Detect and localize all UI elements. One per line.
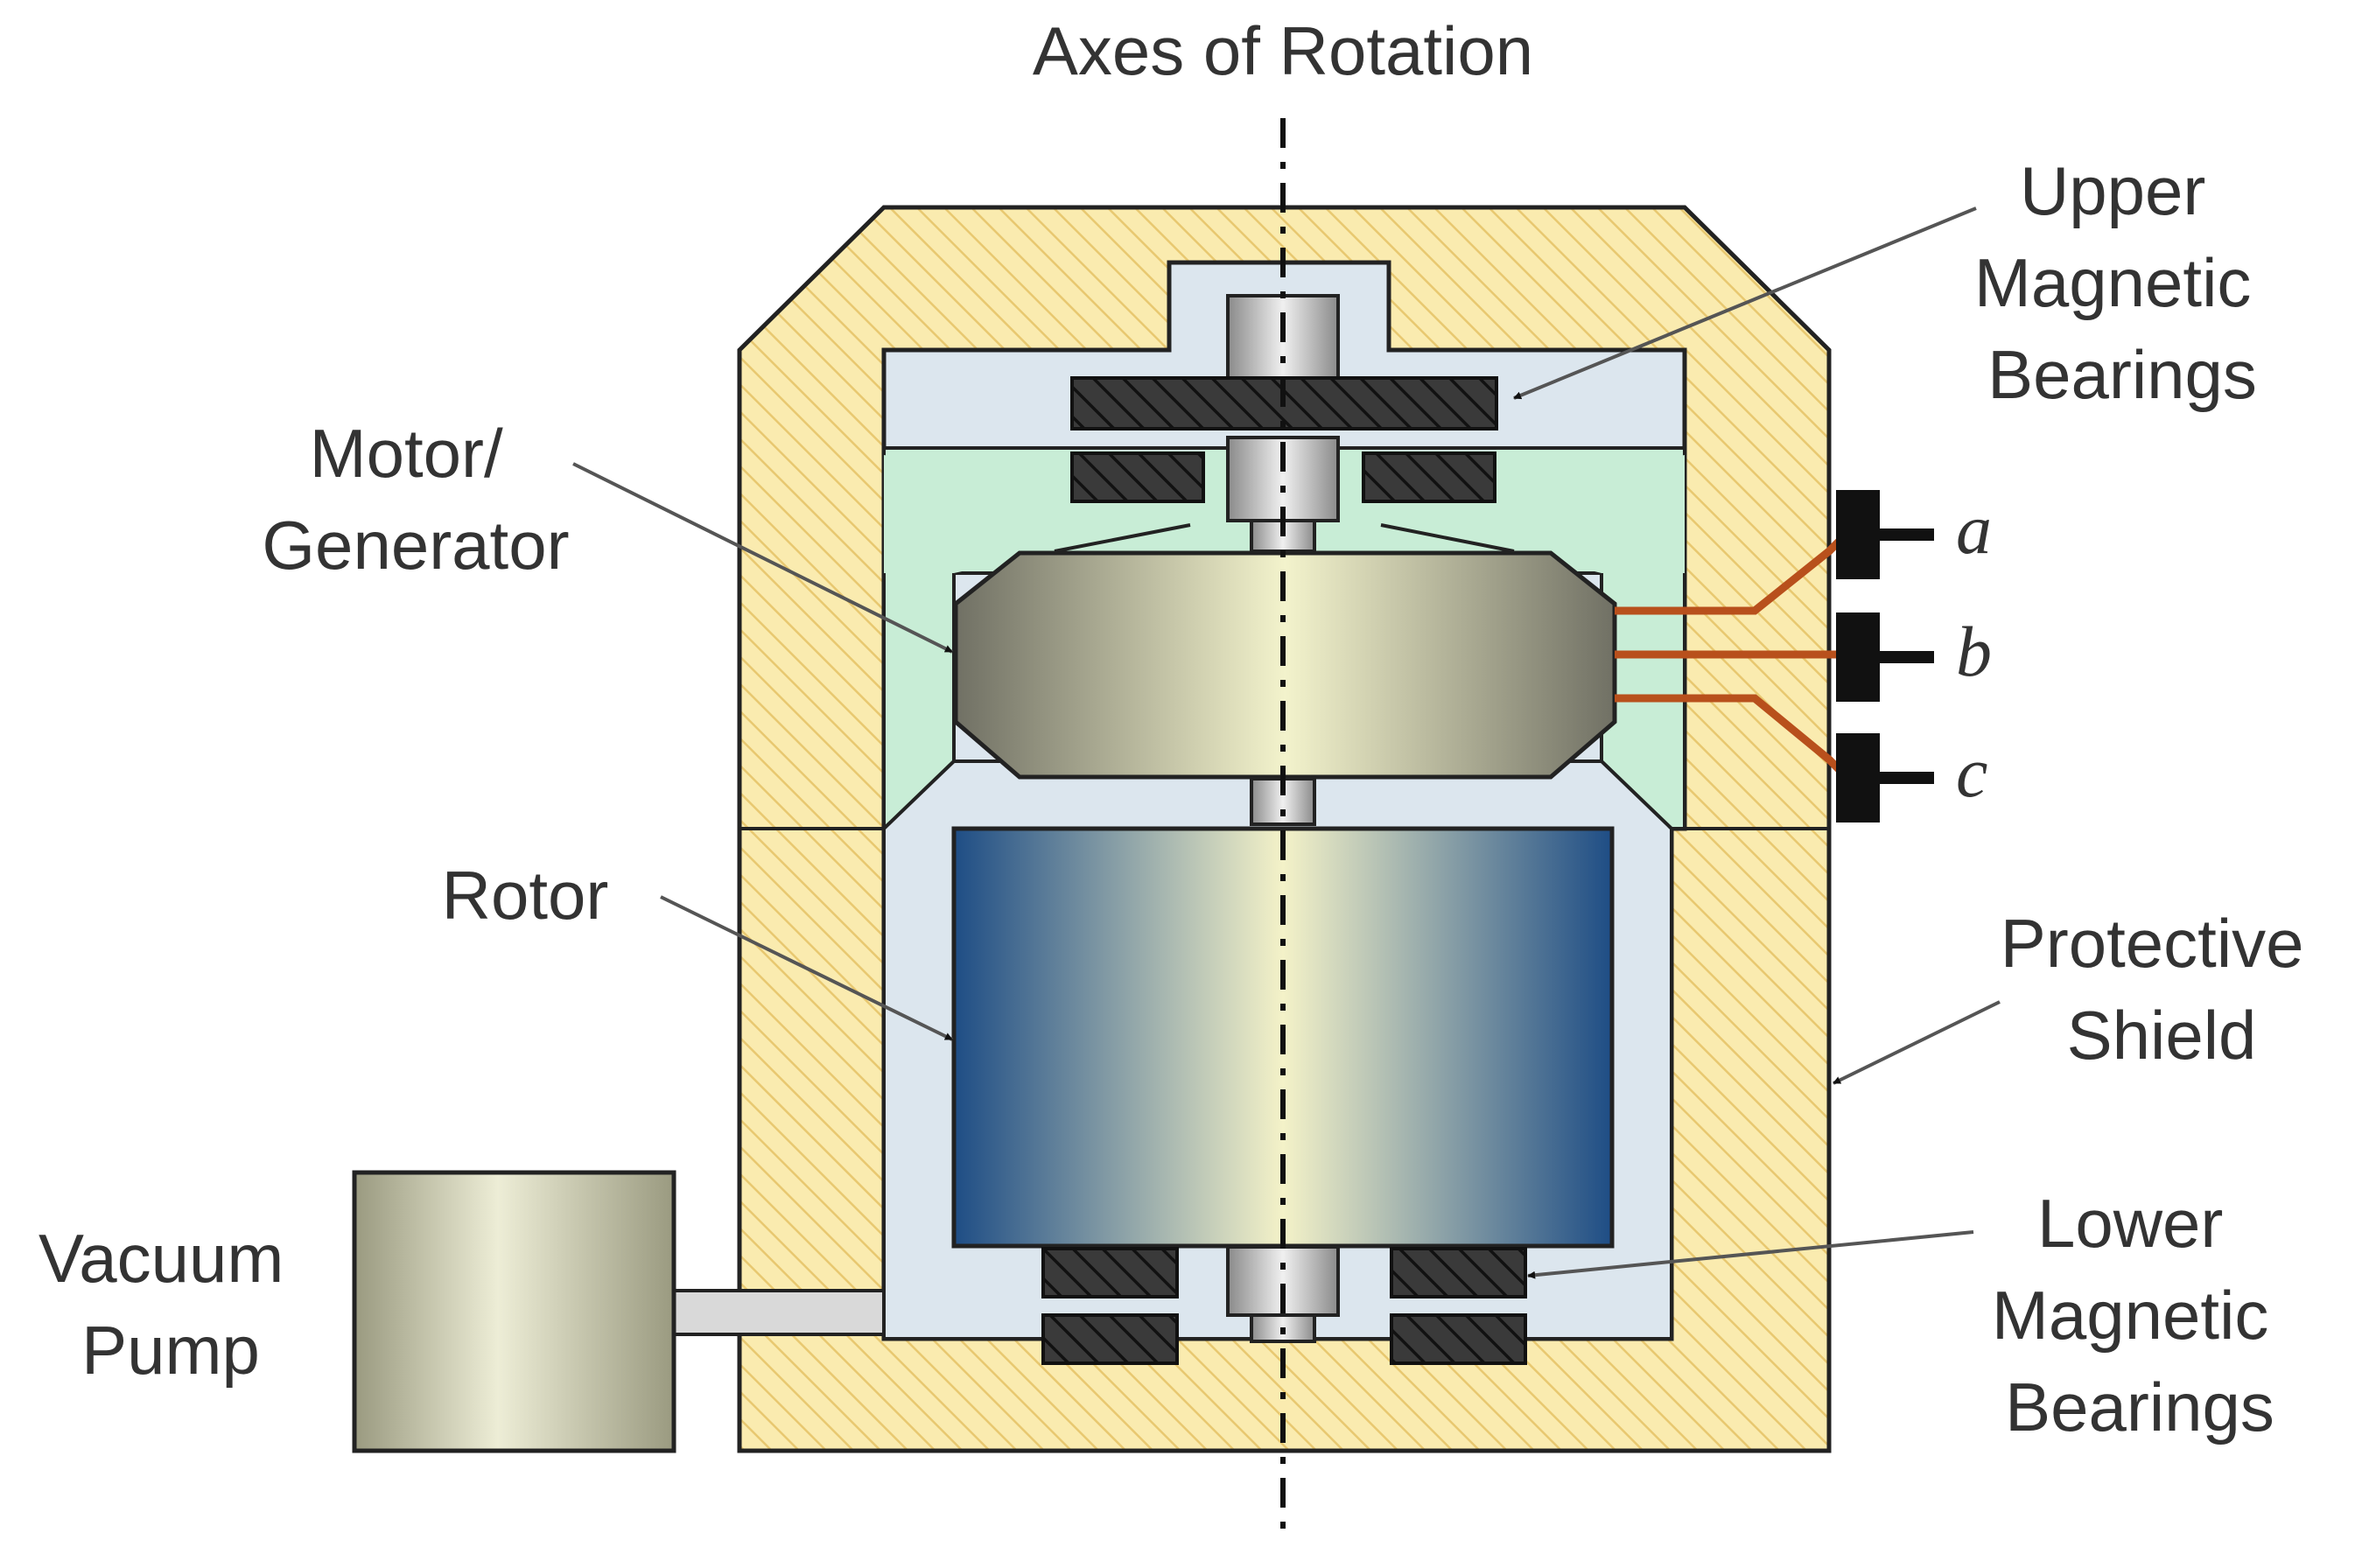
protective-shield-label: Protective Shield xyxy=(2001,905,2323,1074)
terminal-b-label: b xyxy=(1956,612,1992,691)
axis-title: Axes of Rotation xyxy=(1033,12,1533,89)
vacuum-pump-label: Vacuum Pump xyxy=(39,1220,303,1389)
lower-bearing-left-bottom xyxy=(1041,1313,1179,1365)
stator-pole-left xyxy=(884,455,1190,573)
leader-motor xyxy=(572,462,953,654)
rotor-label: Rotor xyxy=(442,857,609,934)
terminal-a-label: a xyxy=(1956,489,1992,569)
stator-pole-right xyxy=(1381,455,1685,573)
upper-bearing-left xyxy=(1070,452,1205,503)
lower-bearing-right-top xyxy=(1390,1247,1527,1298)
leader-upper-bearings xyxy=(1513,206,1977,400)
upper-bearings-label: Upper Magnetic Bearings xyxy=(1974,152,2270,413)
lower-bearings-label: Lower Magnetic Bearings xyxy=(1992,1185,2288,1446)
motor-generator-label: Motor/ Generator xyxy=(262,415,569,584)
leader-lower-bearings xyxy=(1527,1230,1974,1279)
upper-bearing-right xyxy=(1362,452,1496,503)
leader-rotor xyxy=(660,895,953,1041)
vacuum-pipe xyxy=(672,1289,886,1336)
terminal-c-label: c xyxy=(1956,732,1987,812)
leader-shield xyxy=(1833,1000,2001,1085)
terminal-blocks xyxy=(1836,490,1934,822)
lower-bearing-left-top xyxy=(1041,1247,1179,1298)
leader-lines xyxy=(572,206,2001,1279)
vacuum-pump xyxy=(352,1170,676,1453)
lower-bearing-right-bottom xyxy=(1390,1313,1527,1365)
